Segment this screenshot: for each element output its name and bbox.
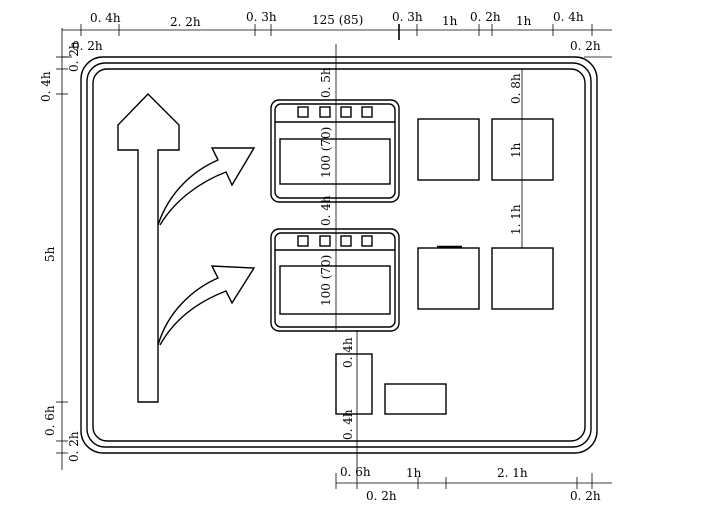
straight-arrow-icon	[117, 93, 180, 403]
right-curve-arrow-icon	[157, 147, 256, 226]
dim-right-top: 0. 8h	[509, 73, 523, 104]
dim-top-4: 0. 3h	[392, 10, 423, 24]
dim-left-c: 5h	[43, 246, 57, 262]
dim-top-5: 1h	[442, 14, 458, 28]
display-panel-2-screen	[279, 265, 391, 315]
dim-top-8: 0. 4h	[553, 10, 584, 24]
right-curve-arrow-icon	[157, 265, 256, 346]
display-panel-1	[270, 99, 400, 203]
small-horizontal-box	[384, 383, 447, 415]
dim-top-6: 0. 2h	[470, 10, 501, 24]
dim-top-1: 2. 2h	[170, 15, 201, 29]
display-panel-2	[270, 228, 400, 332]
dim-top-7: 1h	[516, 14, 532, 28]
info-square-2	[491, 118, 554, 181]
dim-right-square: 1h	[509, 142, 523, 158]
dim-top-3: 125 (85)	[312, 13, 363, 27]
sign-middle-border	[86, 62, 592, 448]
dim-left-a: 0. 4h	[39, 71, 53, 102]
dim-top-second-left: 0. 2h	[72, 39, 103, 53]
dim-inner-below: 0. 4h	[341, 337, 355, 368]
dim-inner-bottom: 0. 4h	[341, 409, 355, 440]
display-panel-1-inner	[274, 103, 396, 199]
dim-left-b: 0. 2h	[67, 41, 81, 72]
dim-bottom-second-left: 0. 2h	[366, 489, 397, 503]
dim-inner-between: 0. 4h	[319, 195, 333, 226]
dim-bottom-second-right: 0. 2h	[570, 489, 601, 503]
dim-inner-box1: 100 (70)	[319, 127, 333, 178]
dim-bottom-a: 0. 6h	[340, 465, 371, 479]
dim-left-e: 0. 2h	[67, 431, 81, 462]
display-panel-1-screen	[279, 138, 391, 185]
dim-bottom-b: 1h	[406, 466, 422, 480]
dim-top-0: 0. 4h	[90, 11, 121, 25]
dim-inner-top-gap: 0. 5h	[319, 67, 333, 98]
dim-top-2: 0. 3h	[246, 10, 277, 24]
dim-bottom-c: 2. 1h	[497, 466, 528, 480]
info-square-1	[417, 118, 480, 181]
info-square-4	[491, 247, 554, 310]
display-panel-2-inner	[274, 232, 396, 328]
sign-outer-border	[80, 56, 598, 454]
sign-inner-border	[92, 68, 586, 442]
dim-right-gap: 1. 1h	[509, 204, 523, 235]
dim-inner-box2: 100 (70)	[319, 255, 333, 306]
info-square-3	[417, 247, 480, 310]
dim-top-second-right: 0. 2h	[570, 39, 601, 53]
dim-left-d: 0. 6h	[43, 405, 57, 436]
small-vertical-box	[335, 353, 373, 415]
